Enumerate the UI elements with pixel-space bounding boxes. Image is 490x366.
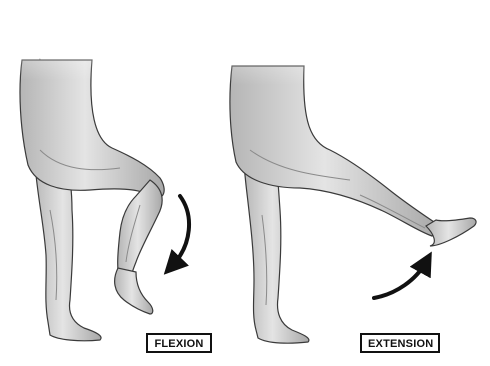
extension-foot: [426, 218, 476, 246]
extension-arrow: [374, 262, 426, 298]
flexion-label: FLEXION: [146, 333, 212, 353]
extension-label: EXTENSION: [360, 333, 440, 353]
flexion-thigh: [20, 60, 164, 198]
extension-figure: [215, 0, 476, 343]
flexion-arrow: [172, 196, 189, 266]
flexion-foot: [115, 268, 153, 314]
flexion-shin: [118, 180, 162, 282]
flexion-figure: [0, 0, 164, 341]
